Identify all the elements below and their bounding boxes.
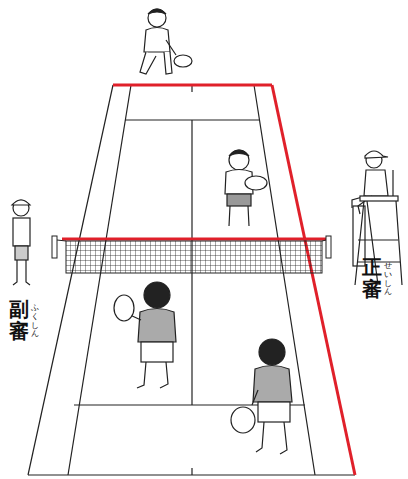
vice-umpire-label: 副審 [9,298,29,342]
vice-umpire-reading: ふくしん [31,304,39,339]
chief-umpire-reading: せいしん [384,262,392,297]
chief-umpire-label: 正審 [362,256,382,300]
